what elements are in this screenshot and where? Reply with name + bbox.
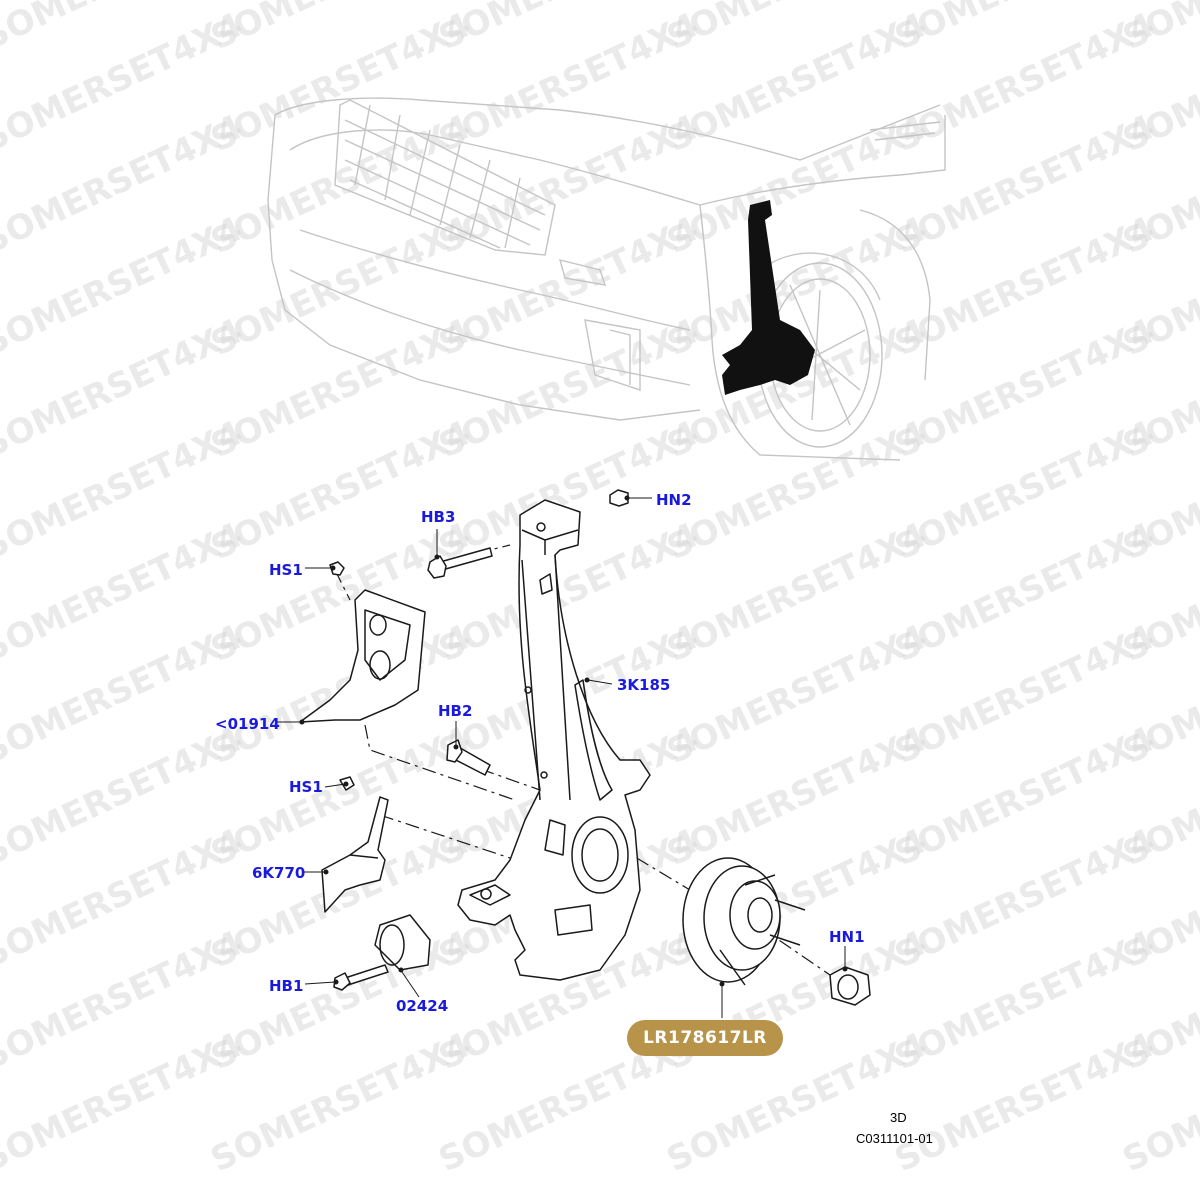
label-01914[interactable]: <01914 <box>215 715 280 733</box>
label-6k770[interactable]: 6K770 <box>252 864 306 882</box>
label-hb1[interactable]: HB1 <box>269 977 304 995</box>
label-hb2[interactable]: HB2 <box>438 702 473 720</box>
label-hs1-mid[interactable]: HS1 <box>289 778 323 796</box>
part-number-badge[interactable]: LR178617LR <box>627 1020 783 1056</box>
vehicle-front-outline-icon <box>267 97 946 461</box>
steering-knuckle-highlight <box>722 200 815 395</box>
view-type: 3D <box>890 1110 907 1125</box>
label-hn2[interactable]: HN2 <box>656 491 692 509</box>
label-02424[interactable]: 02424 <box>396 997 449 1015</box>
label-hs1-top[interactable]: HS1 <box>269 561 303 579</box>
label-hb3[interactable]: HB3 <box>421 508 456 526</box>
label-3k185[interactable]: 3K185 <box>617 676 671 694</box>
diagram-code: C0311101-01 <box>856 1131 933 1146</box>
callout-leaders <box>275 497 846 1018</box>
callout-dots <box>299 495 848 987</box>
exploded-parts <box>299 489 871 1006</box>
label-hn1[interactable]: HN1 <box>829 928 865 946</box>
